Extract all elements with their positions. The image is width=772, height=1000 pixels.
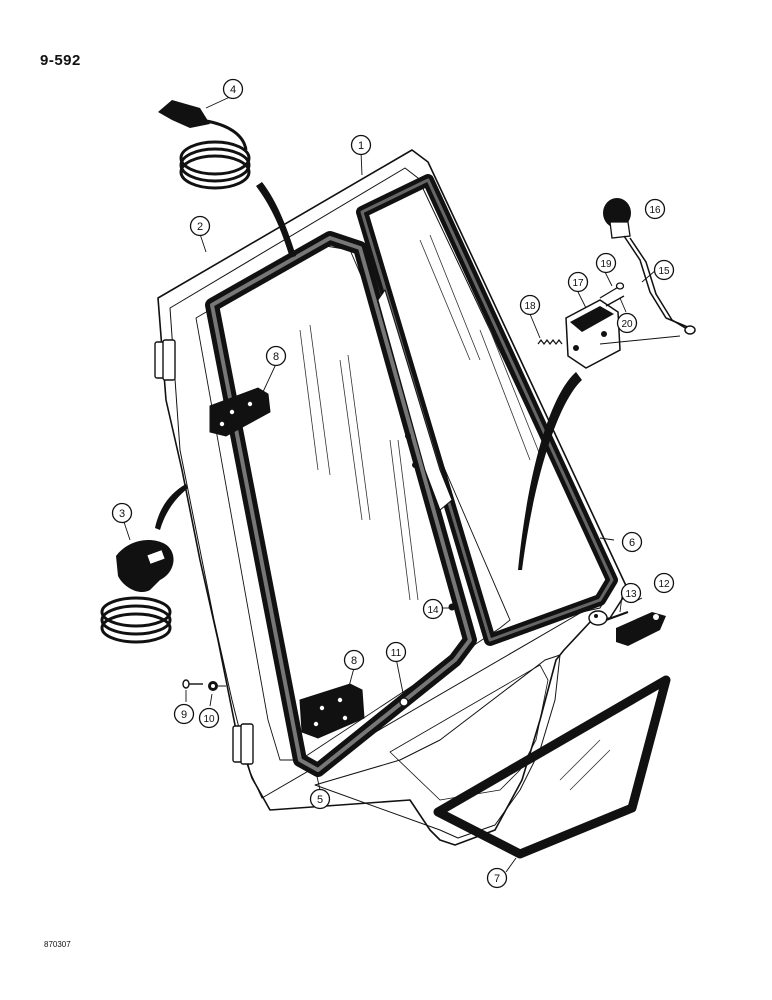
- callout-16: 16: [644, 198, 666, 220]
- svg-text:3: 3: [119, 508, 125, 520]
- callout-2: 2: [189, 215, 211, 237]
- hinge-bracket-upper: [209, 387, 271, 437]
- callout-14: 14: [422, 598, 444, 620]
- callout-3: 3: [111, 502, 133, 524]
- hinge-top: [154, 339, 176, 381]
- svg-text:10: 10: [203, 714, 215, 725]
- latch-rod: [623, 235, 696, 335]
- callouts: 1 2 3 4 5 6 7 8 8 9 10 11 12 13 14 15 16…: [111, 78, 675, 889]
- svg-text:8: 8: [351, 655, 357, 667]
- callout-11: 11: [385, 641, 407, 663]
- hinge-bracket-lower: [299, 683, 365, 739]
- door-frame: [157, 149, 629, 846]
- svg-text:13: 13: [625, 589, 637, 600]
- svg-text:19: 19: [600, 259, 612, 270]
- seal-roll-left: [100, 484, 188, 644]
- callout-19: 19: [595, 252, 617, 274]
- svg-text:1: 1: [358, 140, 364, 152]
- glass-seal-left: [205, 231, 477, 777]
- svg-text:16: 16: [649, 205, 661, 216]
- callout-17: 17: [567, 271, 589, 293]
- outside-handle: [588, 610, 666, 646]
- svg-text:9: 9: [181, 709, 187, 721]
- hinge-bottom: [232, 723, 254, 765]
- callout-5: 5: [309, 788, 331, 810]
- grommet: [448, 603, 456, 611]
- callout-4: 4: [222, 78, 244, 100]
- bolt: [182, 679, 203, 689]
- callout-8-lower: 8: [343, 649, 365, 671]
- svg-text:6: 6: [629, 537, 635, 549]
- latch-body: [565, 299, 681, 369]
- svg-text:18: 18: [524, 301, 536, 312]
- callout-1: 1: [350, 134, 372, 156]
- svg-text:17: 17: [572, 278, 584, 289]
- nut: [208, 681, 226, 691]
- latch-spring: [537, 339, 563, 345]
- seal-leader-right: [518, 372, 582, 570]
- callout-20: 20: [616, 312, 638, 334]
- callout-7: 7: [486, 867, 508, 889]
- page-number: 9-592: [40, 52, 81, 69]
- callout-15: 15: [653, 259, 675, 281]
- callout-6: 6: [621, 531, 643, 553]
- spacer: [399, 697, 409, 707]
- svg-text:15: 15: [658, 266, 670, 277]
- latch-screw: [599, 282, 625, 307]
- callout-13: 13: [620, 582, 642, 604]
- svg-text:20: 20: [621, 319, 633, 330]
- svg-text:5: 5: [317, 794, 323, 806]
- glass-seal-right: [356, 174, 618, 646]
- drawing-code: 870307: [44, 940, 71, 949]
- leader-lines: [123, 95, 657, 873]
- lower-glass-seal: [433, 675, 671, 859]
- callout-10: 10: [198, 707, 220, 729]
- svg-text:7: 7: [494, 873, 500, 885]
- callout-9: 9: [173, 703, 195, 725]
- callout-12: 12: [653, 572, 675, 594]
- callout-8-upper: 8: [265, 345, 287, 367]
- svg-text:11: 11: [391, 648, 402, 659]
- seal-roll-top: [158, 100, 296, 258]
- callout-18: 18: [519, 294, 541, 316]
- svg-text:8: 8: [273, 351, 279, 363]
- svg-text:2: 2: [197, 221, 203, 233]
- svg-text:14: 14: [427, 605, 439, 616]
- svg-text:4: 4: [230, 84, 236, 96]
- svg-text:12: 12: [658, 579, 670, 590]
- latch-knob: [603, 198, 631, 239]
